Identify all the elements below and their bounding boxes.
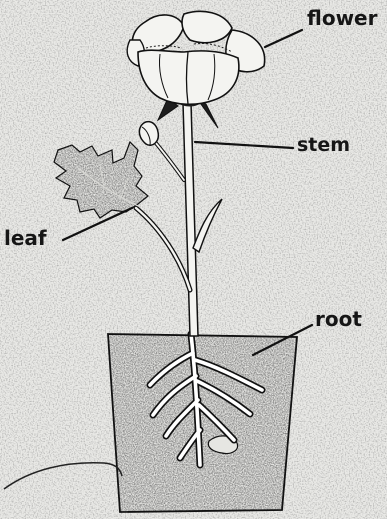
leaf-label: leaf: [4, 228, 47, 248]
stem-label: stem: [297, 136, 350, 155]
flower-label: flower: [307, 8, 377, 28]
root-label: root: [315, 309, 362, 329]
